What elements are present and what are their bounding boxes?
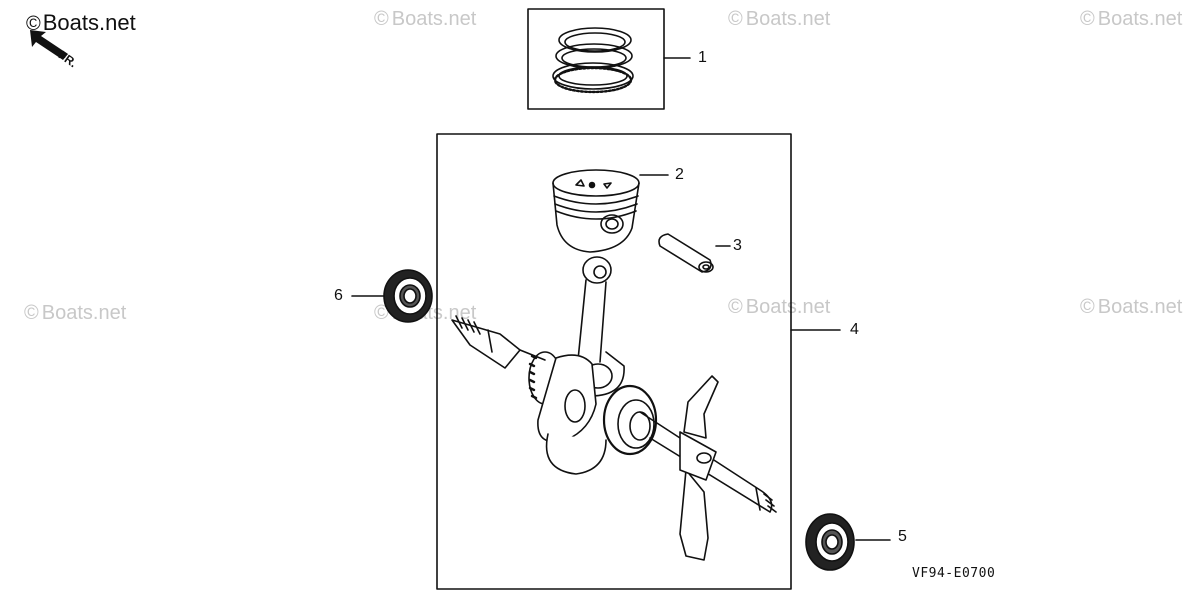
callout-5: 5	[898, 528, 907, 545]
oil-seal-left	[383, 269, 433, 323]
watermark: ©Boats.net	[728, 296, 831, 318]
brand-logo: ©Boats.net	[26, 10, 136, 35]
callout-1: 1	[698, 49, 707, 66]
watermark: ©Boats.net	[1080, 296, 1183, 318]
oil-seal-right	[805, 513, 855, 571]
crankshaft-assembly-box	[436, 133, 792, 590]
piston-pin	[658, 233, 714, 273]
callout-3: 3	[733, 237, 742, 254]
watermark: ©Boats.net	[24, 302, 127, 324]
watermark: ©Boats.net	[728, 8, 831, 30]
callout-2: 2	[675, 166, 684, 183]
piston-ring-set	[552, 27, 634, 94]
crankshaft	[451, 315, 777, 561]
piston-ring-box	[527, 8, 665, 110]
piston	[552, 169, 640, 253]
front-arrow-icon	[30, 30, 68, 60]
callout-6: 6	[334, 287, 343, 304]
watermark: ©Boats.net	[374, 8, 477, 30]
callout-4: 4	[850, 321, 859, 338]
diagram-code: VF94-E0700	[912, 566, 996, 581]
watermark: ©Boats.net	[1080, 8, 1183, 30]
